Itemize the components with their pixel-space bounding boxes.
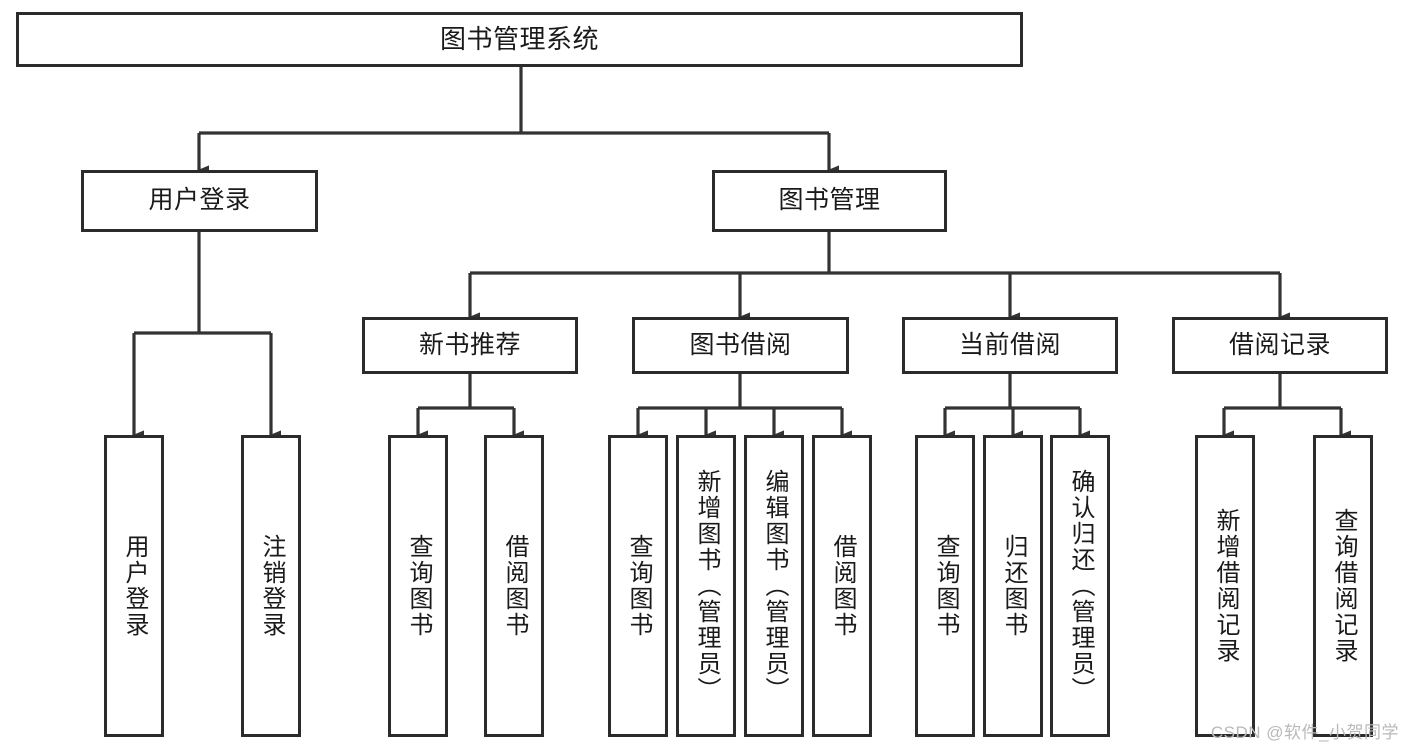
node-label: 确认归还（管理员） — [1067, 469, 1094, 703]
leaf-query-book-recommend[interactable]: 查询图书 — [388, 435, 448, 737]
leaf-add-borrow-record[interactable]: 新增借阅记录 — [1195, 435, 1255, 737]
node-root-system[interactable]: 图书管理系统 — [16, 12, 1023, 67]
node-label: 查询图书 — [405, 534, 432, 638]
connector-lines — [132, 67, 1351, 440]
leaf-query-book-current[interactable]: 查询图书 — [915, 435, 975, 737]
node-label: 归还图书 — [1000, 534, 1027, 638]
leaf-add-book-admin[interactable]: 新增图书（管理员） — [676, 435, 736, 737]
node-label: 新增借阅记录 — [1212, 508, 1239, 664]
node-label: 用户登录 — [148, 186, 251, 215]
node-current-borrowing[interactable]: 当前借阅 — [902, 317, 1118, 374]
node-label: 新书推荐 — [418, 330, 521, 359]
leaf-user-logout[interactable]: 注销登录 — [241, 435, 301, 737]
node-label: 编辑图书（管理员） — [761, 469, 788, 703]
leaf-return-book[interactable]: 归还图书 — [983, 435, 1043, 737]
node-label: 图书管理 — [778, 186, 881, 215]
node-label: 当前借阅 — [958, 330, 1061, 359]
leaf-query-borrow-record[interactable]: 查询借阅记录 — [1313, 435, 1373, 737]
node-label: 查询图书 — [625, 534, 652, 638]
node-label: 借阅图书 — [501, 534, 528, 638]
node-borrowing-record[interactable]: 借阅记录 — [1172, 317, 1388, 374]
node-label: 用户登录 — [121, 534, 148, 638]
leaf-borrow-book[interactable]: 借阅图书 — [812, 435, 872, 737]
leaf-edit-book-admin[interactable]: 编辑图书（管理员） — [744, 435, 804, 737]
node-book-borrowing[interactable]: 图书借阅 — [632, 317, 849, 374]
node-label: 查询图书 — [932, 534, 959, 638]
node-label: 查询借阅记录 — [1330, 508, 1357, 664]
node-user-login[interactable]: 用户登录 — [81, 170, 318, 232]
node-label: 图书管理系统 — [439, 24, 599, 55]
node-label: 新增图书（管理员） — [693, 469, 720, 703]
leaf-query-book-borrow[interactable]: 查询图书 — [608, 435, 668, 737]
node-label: 借阅图书 — [829, 534, 856, 638]
leaf-user-login[interactable]: 用户登录 — [104, 435, 164, 737]
node-label: 注销登录 — [258, 534, 285, 638]
node-label: 图书借阅 — [689, 330, 792, 359]
node-label: 借阅记录 — [1228, 330, 1331, 359]
leaf-borrow-book-recommend[interactable]: 借阅图书 — [484, 435, 544, 737]
node-book-management[interactable]: 图书管理 — [712, 170, 947, 232]
leaf-confirm-return-admin[interactable]: 确认归还（管理员） — [1050, 435, 1110, 737]
node-new-book-recommendation[interactable]: 新书推荐 — [362, 317, 578, 374]
